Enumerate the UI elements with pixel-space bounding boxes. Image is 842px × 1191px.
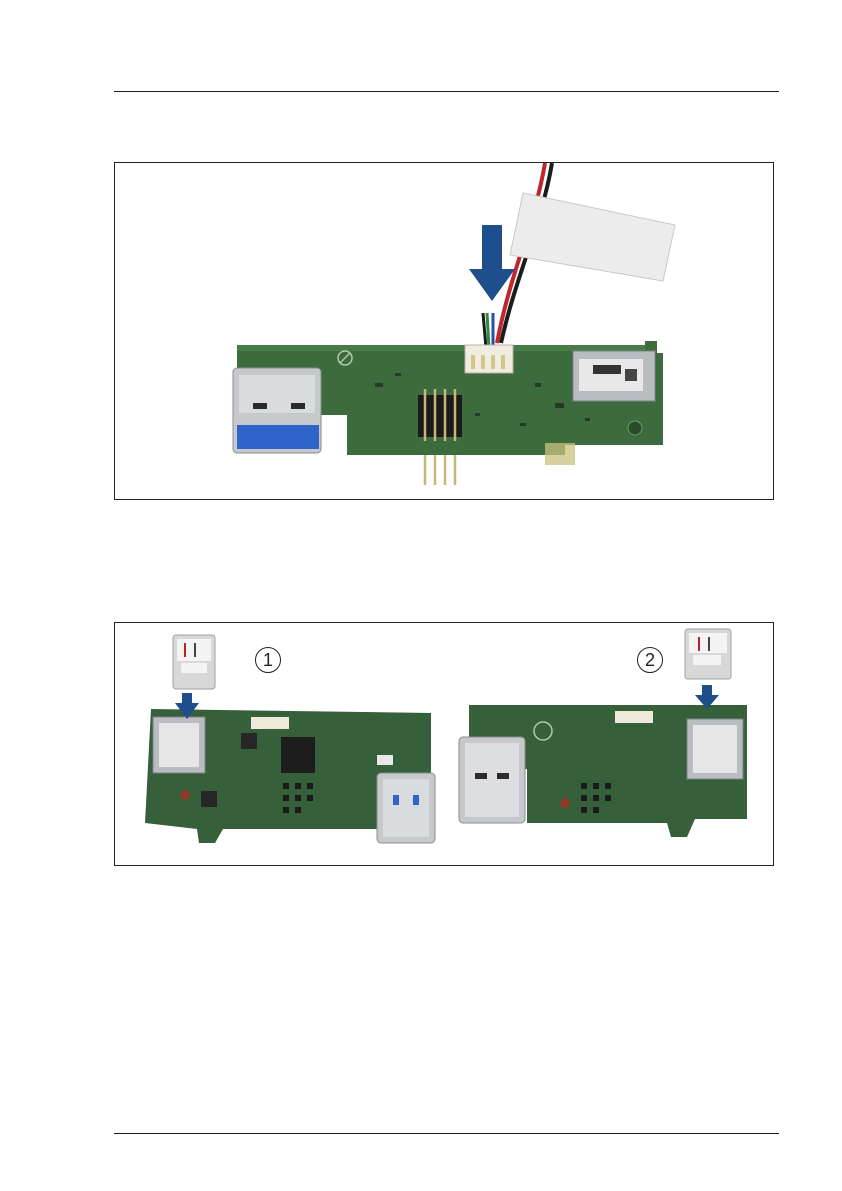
usb-a-connector-icon xyxy=(377,773,435,843)
callout-1: 1 xyxy=(255,647,281,673)
figure-2-illustration xyxy=(115,623,773,865)
usb-a-connector-icon xyxy=(459,737,525,823)
figure-microsd-orientation: 1 2 xyxy=(114,622,774,866)
usb-a-connector-icon xyxy=(233,368,321,453)
cable-label-tape xyxy=(510,193,675,281)
footer-rule xyxy=(114,1133,779,1134)
cable-connector-icon xyxy=(465,345,513,373)
header-rule xyxy=(114,91,779,92)
pin-header-icon xyxy=(418,389,462,485)
figure-cable-connection xyxy=(114,162,774,500)
figure-1-illustration xyxy=(115,163,773,499)
microsd-slot-icon xyxy=(573,351,655,401)
microsd-card-icon xyxy=(685,629,731,679)
callout-2: 2 xyxy=(637,647,663,673)
microsd-card-icon xyxy=(173,635,215,689)
